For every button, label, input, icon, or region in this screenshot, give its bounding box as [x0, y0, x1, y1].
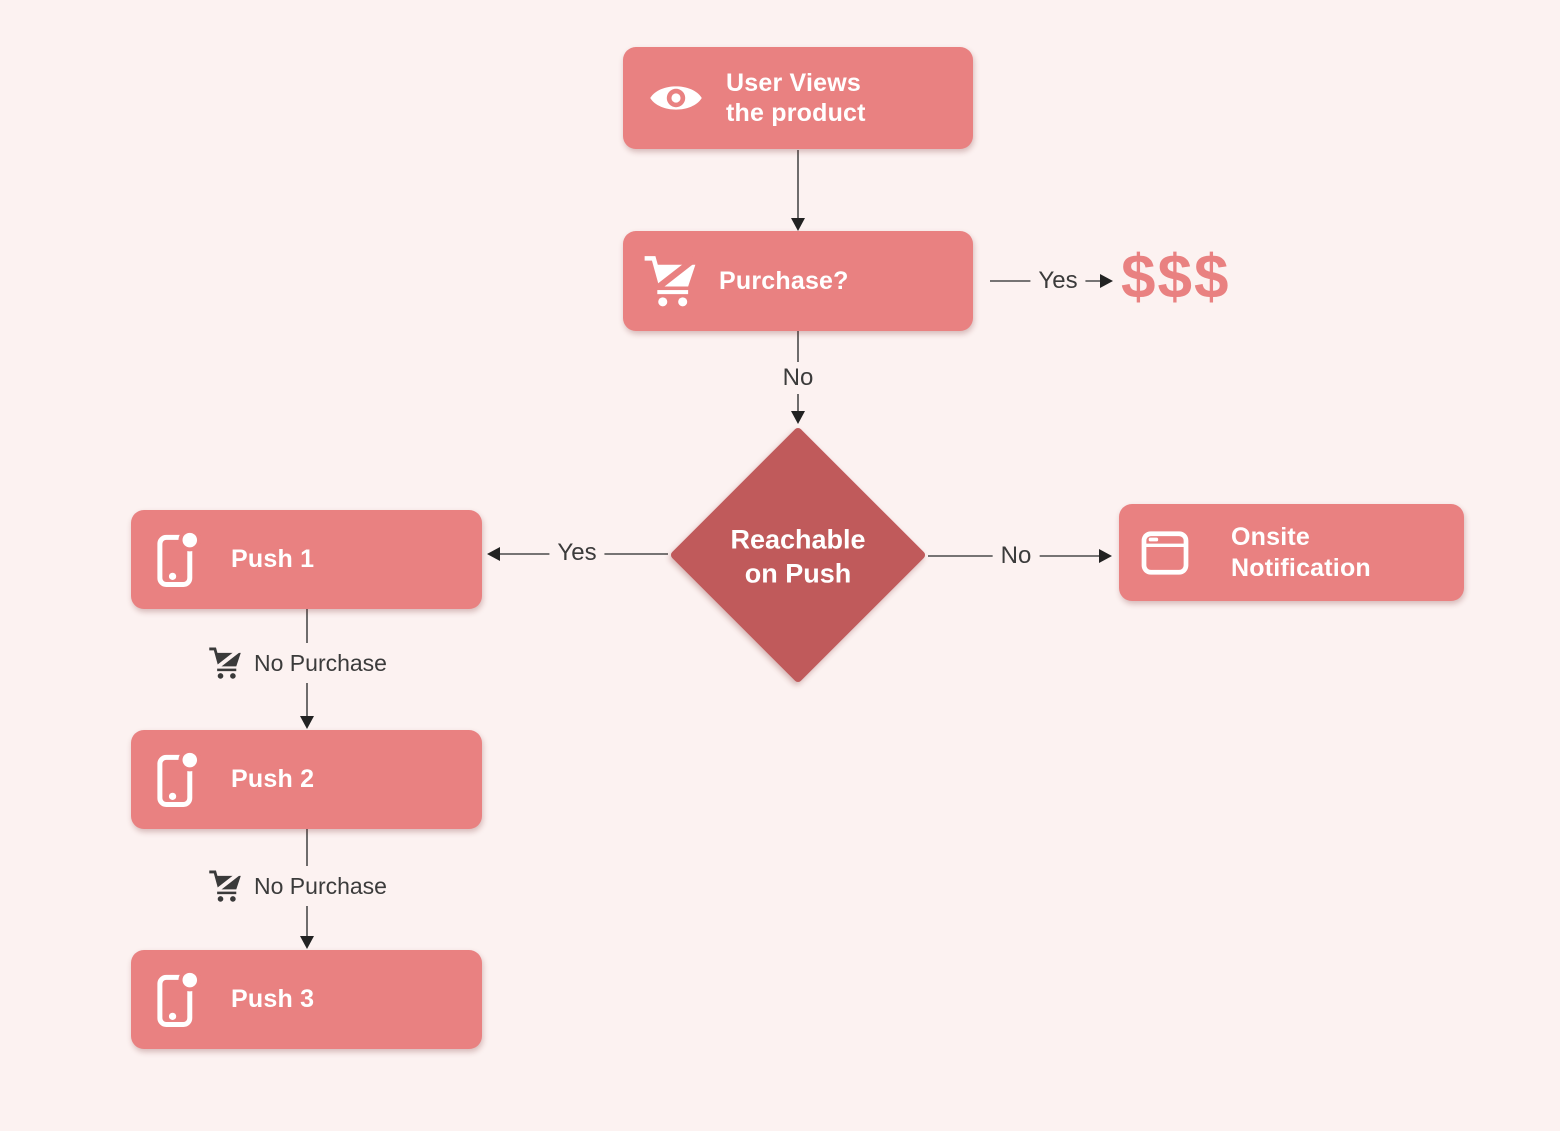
- shopping-cart-icon: [641, 252, 699, 310]
- money-outcome: $$$: [1121, 243, 1231, 312]
- edge-label-no-purchase-1: No Purchase: [197, 643, 397, 683]
- edge-label-purchase-yes: Yes: [1030, 265, 1086, 297]
- edge-label-reachable-yes: Yes: [549, 537, 605, 569]
- node-push-2: Push 2: [131, 730, 482, 829]
- edge-label-text: No Purchase: [254, 872, 387, 899]
- phone-notification-icon: [155, 970, 201, 1029]
- node-onsite-notification: Onsite Notification: [1119, 504, 1464, 601]
- edge-label-no-purchase-2: No Purchase: [197, 866, 397, 906]
- node-label: Purchase?: [719, 266, 849, 295]
- phone-notification-icon: [155, 530, 201, 589]
- browser-window-icon: [1141, 530, 1189, 576]
- shopping-cart-icon: [207, 645, 243, 681]
- node-label: Push 2: [231, 765, 315, 794]
- edge-label-purchase-no: No: [774, 362, 822, 394]
- decision-label: Reachable on Push: [730, 524, 866, 588]
- phone-notification-icon: [155, 750, 201, 809]
- edge-label-text: No Purchase: [254, 649, 387, 676]
- eye-icon: [648, 78, 704, 118]
- node-push-3: Push 3: [131, 950, 482, 1049]
- shopping-cart-icon: [207, 868, 243, 904]
- node-label: Push 3: [231, 985, 315, 1014]
- node-label: User Views the product: [726, 68, 866, 128]
- node-label: Onsite Notification: [1231, 523, 1371, 582]
- edge-label-reachable-no: No: [992, 540, 1040, 572]
- node-push-1: Push 1: [131, 510, 482, 609]
- node-label: Push 1: [231, 545, 315, 574]
- node-purchase-question: Purchase?: [623, 231, 973, 331]
- node-user-views-product: User Views the product: [623, 47, 973, 149]
